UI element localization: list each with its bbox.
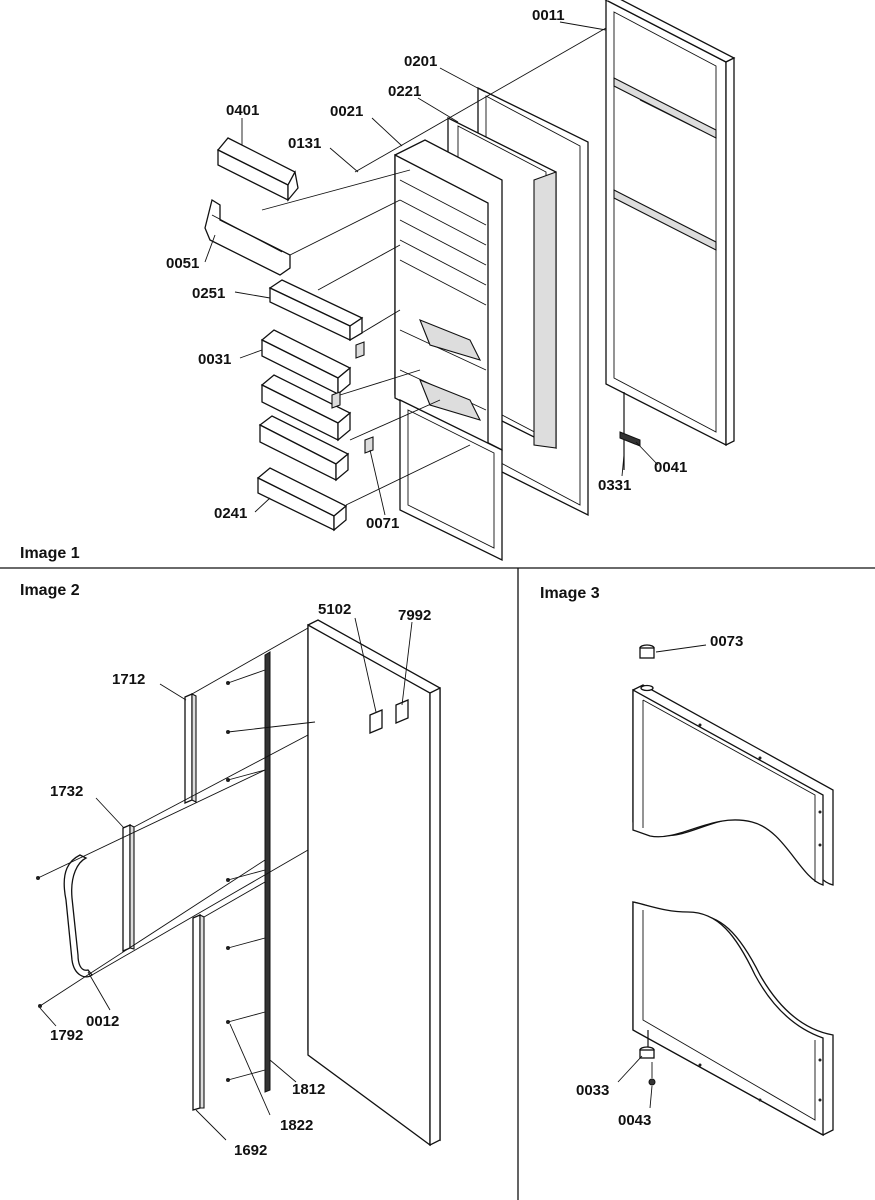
- screws: [698, 723, 822, 1102]
- callout-0401: 0401: [226, 102, 259, 119]
- callout-1732: 1732: [50, 783, 83, 800]
- callout-0331: 0331: [598, 477, 631, 494]
- bin-lower: [258, 415, 350, 482]
- bracket-7992: [395, 699, 409, 724]
- callout-0041: 0041: [654, 459, 687, 476]
- callout-0043: 0043: [618, 1112, 651, 1129]
- callout-0021: 0021: [330, 103, 363, 120]
- callout-0011: 0011: [532, 7, 565, 24]
- clip: [355, 341, 365, 359]
- caption-image-3: Image 3: [540, 585, 600, 602]
- image-2-handle-assembly: 5102 7992 1712 1732 0012 1792 1812 1822 …: [36, 601, 441, 1159]
- callout-1712: 1712: [112, 671, 145, 688]
- callout-0073: 0073: [710, 633, 743, 650]
- bracket-5102: [369, 709, 383, 734]
- callout-0051: 0051: [166, 255, 199, 272]
- image-1-door-assembly: 0011 0201 0221 0021 0131 0401 0051 0251 …: [166, 0, 736, 562]
- handle-0012: [63, 854, 93, 978]
- callout-1812: 1812: [292, 1081, 325, 1098]
- callout-0012: 0012: [86, 1013, 119, 1030]
- callout-1822: 1822: [280, 1117, 313, 1134]
- bin-0401: [216, 137, 299, 202]
- callout-0251: 0251: [192, 285, 225, 302]
- bin-0251: [268, 279, 364, 342]
- callout-1692: 1692: [234, 1142, 267, 1159]
- callout-5102: 5102: [318, 601, 351, 618]
- door-liner: [394, 139, 503, 562]
- clip: [364, 436, 374, 454]
- bin-0051: [204, 198, 291, 276]
- bin-middle: [260, 374, 352, 442]
- image-3-hinge-detail: 0073 0033 0043: [576, 633, 834, 1137]
- bin-0241: [256, 467, 348, 532]
- clip: [331, 391, 341, 409]
- callout-0071: 0071: [366, 515, 399, 532]
- callout-1792: 1792: [50, 1027, 83, 1044]
- outer-door-panel: [604, 0, 736, 447]
- screw-0043: [648, 1078, 656, 1086]
- callout-0131: 0131: [288, 135, 321, 152]
- callout-0033: 0033: [576, 1082, 609, 1099]
- callout-7992: 7992: [398, 607, 431, 624]
- callout-0241: 0241: [214, 505, 247, 522]
- caption-image-1: Image 1: [20, 545, 80, 562]
- handle-rail: [264, 651, 271, 1093]
- callout-0031: 0031: [198, 351, 231, 368]
- callout-0221: 0221: [388, 83, 421, 100]
- callout-0201: 0201: [404, 53, 437, 70]
- caption-image-2: Image 2: [20, 582, 80, 599]
